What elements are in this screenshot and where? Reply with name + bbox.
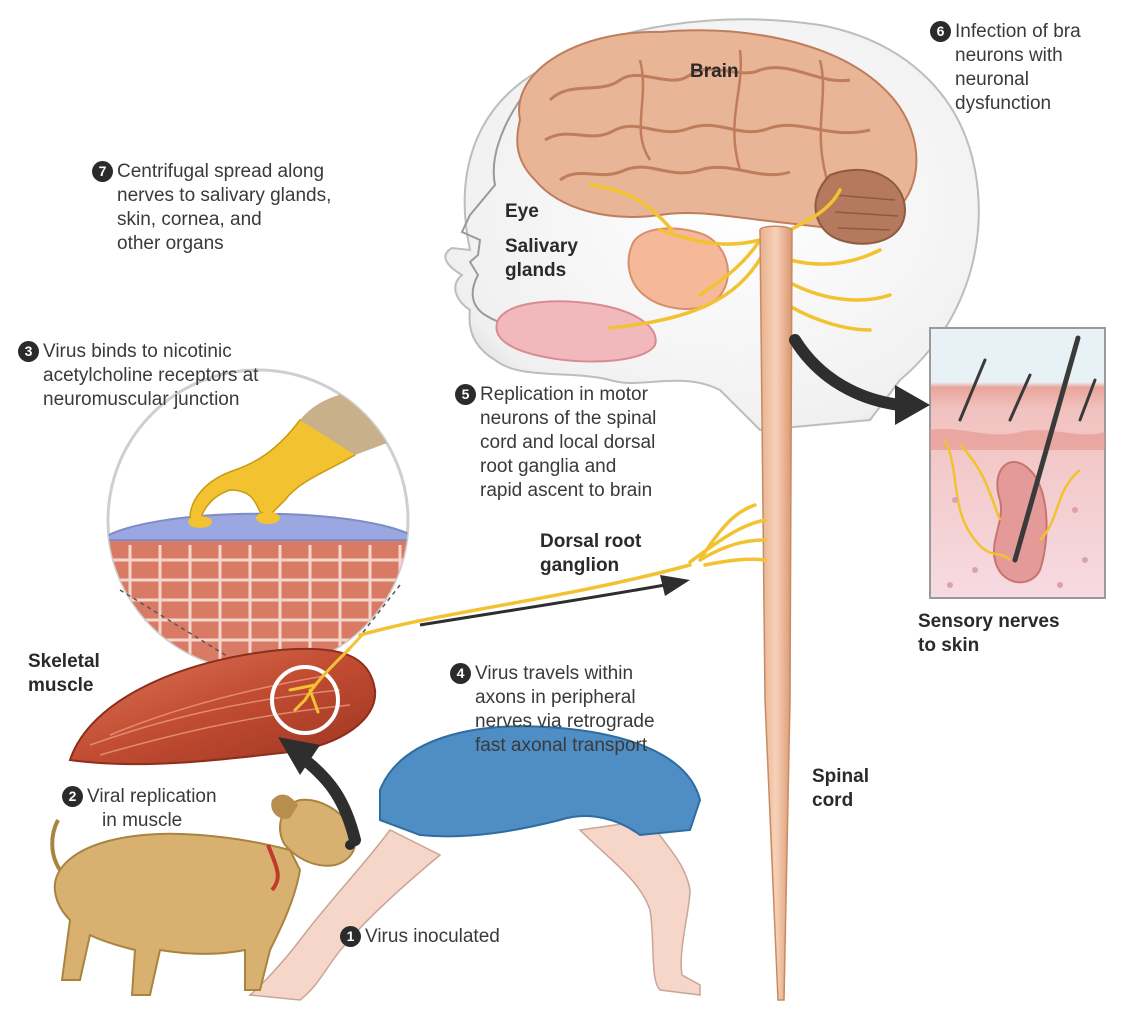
label-skeletal-muscle: Skeletal muscle: [28, 650, 100, 698]
skin-inset: [930, 328, 1105, 598]
label-sensory-nerves: Sensory nerves to skin: [918, 610, 1060, 658]
step-badge: 5: [455, 384, 476, 405]
spinal-cord: [760, 226, 792, 1000]
label-spinal-cord: Spinal cord: [812, 765, 869, 813]
label-dorsal-root-ganglion: Dorsal root ganglion: [540, 530, 641, 578]
arrow-axonal-transport: [420, 585, 665, 625]
step-badge: 1: [340, 926, 361, 947]
step-badge: 7: [92, 161, 113, 182]
label-eye: Eye: [505, 200, 539, 224]
step-badge: 2: [62, 786, 83, 807]
arrowhead-cord-to-skin: [895, 385, 930, 425]
label-brain: Brain: [690, 60, 739, 84]
label-salivary-glands: Salivary glands: [505, 235, 578, 283]
step-badge: 6: [930, 21, 951, 42]
step-badge: 3: [18, 341, 39, 362]
arrowhead-axonal-transport: [660, 575, 690, 596]
step-badge: 4: [450, 663, 471, 684]
